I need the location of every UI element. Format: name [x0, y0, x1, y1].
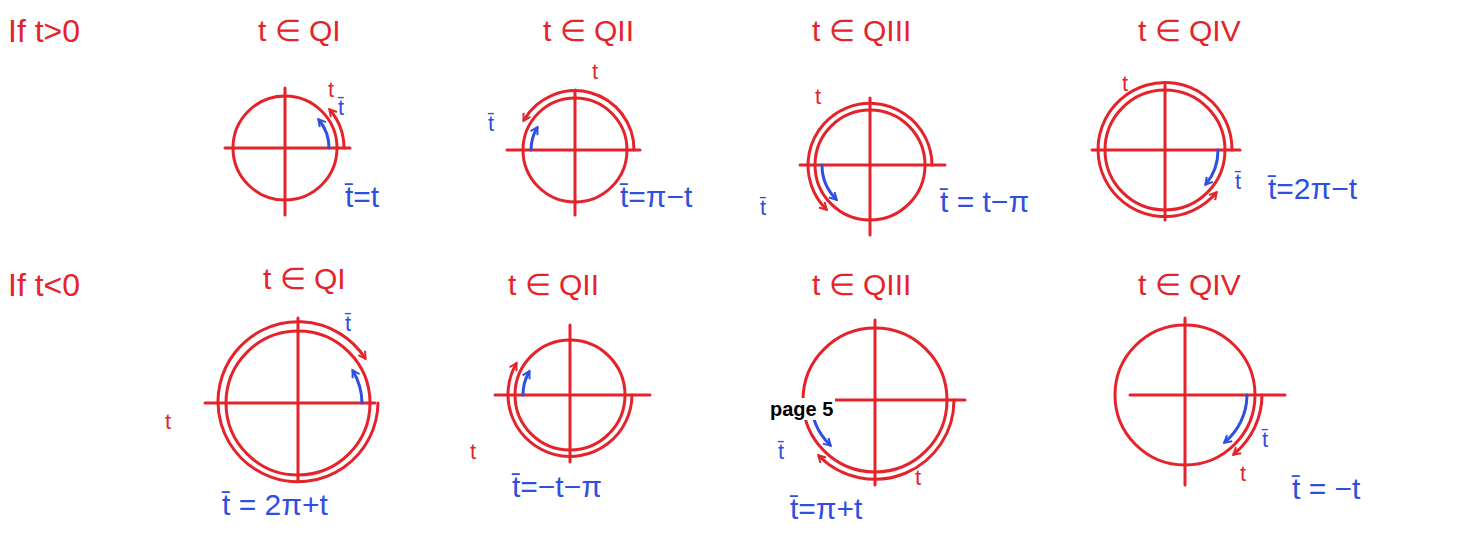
row-heading: If t<0 [8, 268, 80, 303]
angle-label: t [592, 60, 598, 84]
reference-label: t̄ [1235, 170, 1241, 194]
angle-label: t [165, 410, 171, 434]
reference-label: t̄ [778, 440, 784, 464]
angle-label: t [915, 466, 921, 490]
angle-label: t [815, 85, 821, 109]
angle-label: t [328, 78, 334, 102]
reference-formula: t̄ = −t [1292, 472, 1360, 505]
quadrant-heading: t ∈ QI [258, 14, 341, 47]
angle-label: t [1240, 462, 1246, 486]
quadrant-heading: t ∈ QIV [1138, 14, 1241, 47]
row-heading: If t>0 [8, 14, 80, 49]
page-number: page 5 [768, 398, 835, 420]
reference-formula: t̄=2π−t [1268, 172, 1357, 205]
reference-formula: t̄ = t−π [940, 185, 1029, 218]
reference-formula: t̄=−t−π [512, 470, 602, 503]
quadrant-heading: t ∈ QIV [1138, 268, 1241, 301]
reference-label: t̄ [345, 312, 351, 336]
quadrant-heading: t ∈ QI [263, 262, 346, 295]
angle-label: t [470, 440, 476, 464]
reference-formula: t̄ = 2π+t [222, 488, 328, 521]
reference-label: t̄ [1262, 428, 1268, 452]
reference-label: t̄ [338, 96, 344, 120]
reference-label: t̄ [760, 196, 766, 220]
quadrant-heading: t ∈ QIII [812, 268, 911, 301]
reference-formula: t̄=π−t [620, 180, 692, 213]
reference-label: t̄ [488, 112, 494, 136]
reference-formula: t̄=π+t [790, 492, 862, 525]
quadrant-heading: t ∈ QII [508, 268, 599, 301]
angle-label: t [1122, 72, 1128, 96]
quadrant-heading: t ∈ QIII [812, 14, 911, 47]
quadrant-heading: t ∈ QII [543, 14, 634, 47]
reference-formula: t̄=t [345, 180, 379, 213]
